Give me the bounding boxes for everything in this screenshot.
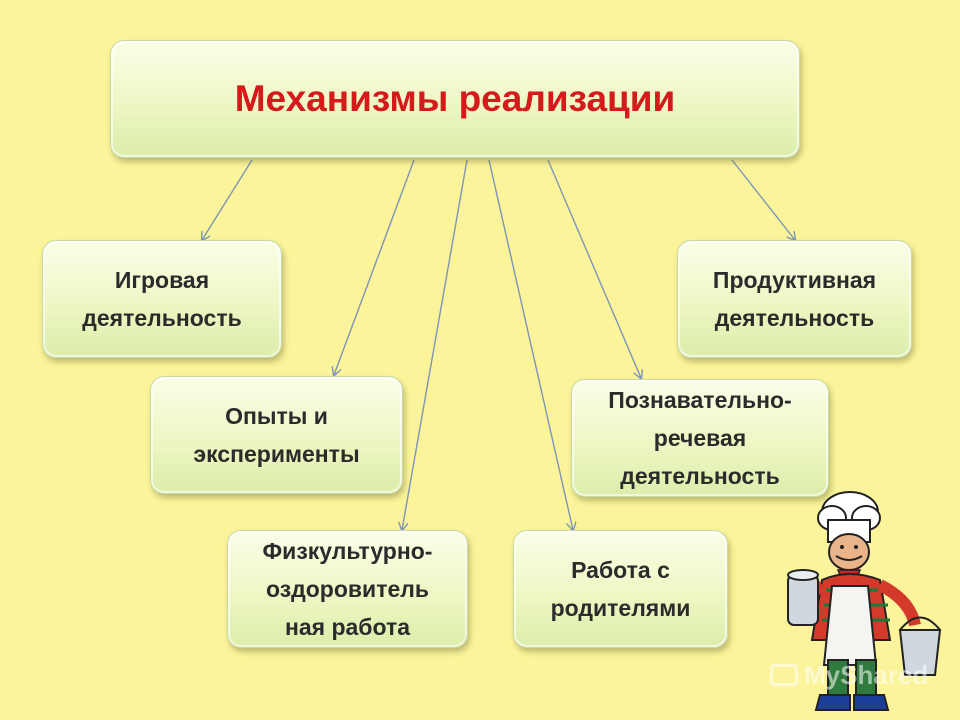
node-work-with-parents: Работа с родителями (513, 530, 728, 648)
arrow-to-cognitive (547, 159, 641, 378)
node-label: Работа с родителями (550, 557, 691, 621)
node-label: Физкультурно- оздоровитель ная работа (262, 538, 433, 640)
chef-with-milk-cans-icon (787, 491, 942, 711)
node-label: Игровая деятельность (82, 267, 242, 331)
node-game-activity: Игровая деятельность (42, 240, 282, 358)
node-productive-activity: Продуктивная деятельность (677, 240, 912, 358)
arrow-to-productive (731, 159, 795, 240)
arrow-to-game (202, 159, 253, 240)
node-experiments: Опыты и эксперименты (150, 376, 403, 494)
arrow-to-experiments (334, 159, 415, 375)
node-physical-health-work: Физкультурно- оздоровитель ная работа (227, 530, 468, 648)
arrow-to-physical (402, 159, 468, 530)
title-node: Механизмы реализации (110, 40, 800, 158)
watermark: MyShared (770, 655, 940, 695)
node-label: Познавательно- речевая деятельность (608, 387, 792, 489)
diagram-title: Механизмы реализации (234, 78, 676, 119)
node-label: Опыты и эксперименты (193, 403, 360, 467)
arrow-to-parents (488, 159, 573, 530)
presentation-icon (770, 664, 798, 686)
node-cognitive-speech-activity: Познавательно- речевая деятельность (571, 379, 829, 497)
watermark-text: MyShared (804, 659, 929, 690)
node-label: Продуктивная деятельность (712, 267, 877, 331)
